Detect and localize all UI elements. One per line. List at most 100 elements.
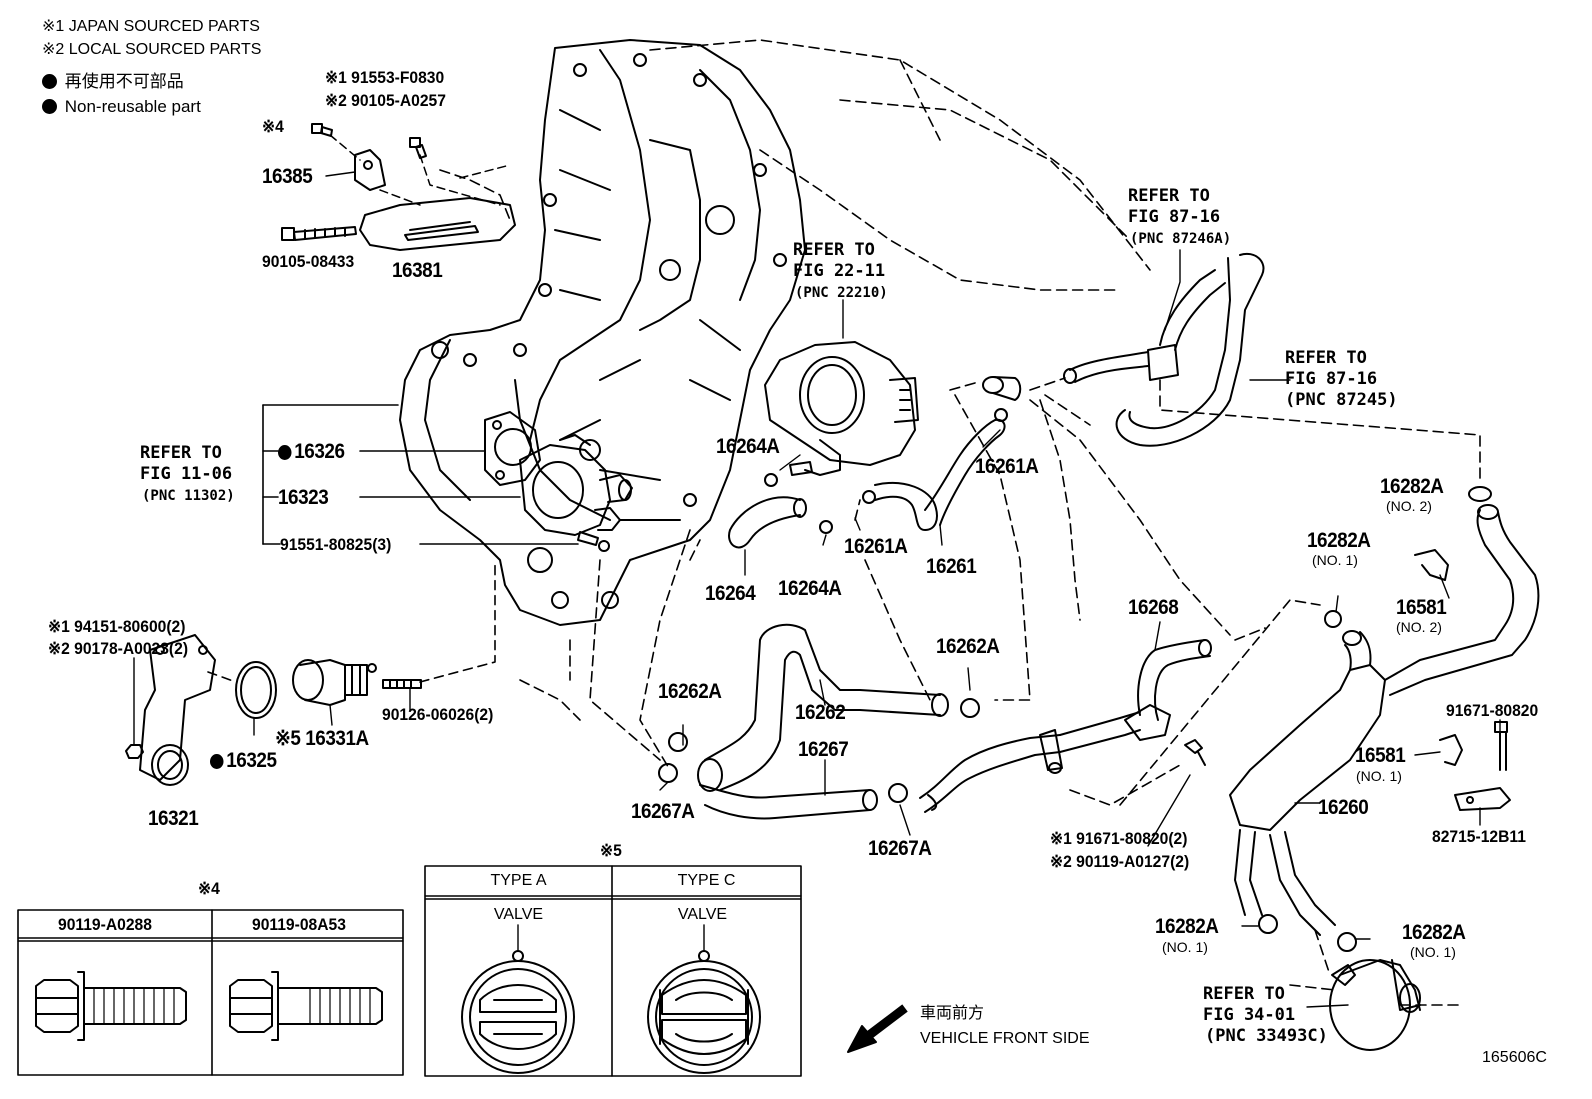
filled-dot-icon — [42, 99, 57, 114]
label-16321: 16321 — [148, 807, 199, 830]
label-16262: 16262 — [795, 701, 846, 724]
label-16326: 16326 — [278, 441, 345, 462]
filled-dot-icon — [278, 445, 292, 460]
label-16381: 16381 — [392, 259, 443, 282]
label-90126: 90126-06026(2) — [382, 705, 494, 724]
thermostat-dashed — [207, 559, 496, 683]
label-16267A-2: 16267A — [868, 837, 932, 860]
legend-nonreuse-jp-text: 再使用不可部品 — [64, 72, 184, 91]
hose-16268 — [1124, 639, 1212, 741]
label-16282A-no2-sub: (NO. 2) — [1386, 498, 1432, 514]
water-inlet-16321 — [139, 634, 216, 786]
label-16282A-no1-b: 16282A — [1155, 915, 1219, 938]
figure-id: 165606C — [1482, 1049, 1547, 1066]
front-arrow-icon — [847, 1004, 908, 1053]
label-16325: 16325 — [210, 750, 277, 771]
label-91551: 91551-80825(3) — [280, 535, 392, 554]
gasket-16326 — [484, 411, 541, 486]
thermostat-16331A — [292, 659, 377, 726]
label-16264A-2: 16264A — [778, 577, 842, 600]
label-16282A-no1-b-sub: (NO. 1) — [1162, 939, 1208, 955]
label-16581-no1: 16581 — [1355, 744, 1406, 767]
note-local: ※2 LOCAL SOURCED PARTS — [42, 41, 262, 58]
bracket-16385 — [354, 149, 386, 191]
housing-16323 — [519, 434, 633, 536]
table5-valve1: VALVE — [493, 906, 544, 923]
table4-mark: ※4 — [198, 879, 220, 898]
filled-dot-icon — [42, 74, 57, 89]
bolt-90105-08433 — [281, 226, 357, 241]
lower-dashed — [589, 529, 1321, 806]
label-94151: ※1 94151-80600(2) — [48, 617, 186, 636]
label-91553: ※1 91553-F0830 — [325, 68, 445, 87]
ref-87-16a-line2: FIG 87-16 — [1128, 207, 1221, 227]
table5-col2: TYPE C — [677, 872, 736, 889]
label-16581-no2: 16581 — [1396, 596, 1447, 619]
ref-34-01-line2: FIG 34-01 — [1203, 1005, 1296, 1025]
table-4 — [17, 909, 404, 1076]
hose-16261 — [862, 408, 1008, 531]
timing-cover — [399, 39, 806, 626]
right-dashed — [1289, 929, 1461, 1006]
filled-dot-icon — [210, 754, 224, 769]
label-16264A-1: 16264A — [716, 435, 780, 458]
direction-en: VEHICLE FRONT SIDE — [920, 1030, 1090, 1047]
label-16282A-no1-a: 16282A — [1307, 529, 1371, 552]
label-16331A: ※5 16331A — [275, 727, 369, 750]
legend-nonreuse-jp: 再使用不可部品 — [42, 73, 184, 90]
bracket-dashed — [329, 134, 511, 206]
legend-nonreuse-en: Non-reusable part — [42, 98, 201, 115]
ref-22-11-line2: FIG 22-11 — [793, 261, 886, 281]
label-16581-no1-sub: (NO. 1) — [1356, 768, 1402, 784]
label-16261A-2: 16261A — [975, 455, 1039, 478]
ref-87-16b-line2: FIG 87-16 — [1285, 369, 1378, 389]
ref-22-11-line3: (PNC 22210) — [795, 285, 888, 301]
ref-bracket — [262, 404, 579, 545]
label-90105-a0257: ※2 90105-A0257 — [325, 91, 446, 110]
label-16262A-2: 16262A — [658, 680, 722, 703]
table-5 — [424, 865, 802, 1077]
label-16264: 16264 — [705, 582, 756, 605]
ref-87-16b-line1: REFER TO — [1285, 348, 1367, 368]
label-16385: 16385 — [262, 165, 313, 188]
ref-11-06-line2: FIG 11-06 — [140, 464, 233, 484]
table5-mark: ※5 — [600, 841, 622, 860]
table4-col2: 90119-08A53 — [252, 915, 346, 934]
gasket-16325 — [235, 661, 277, 736]
ref-87-16a-line3: (PNC 87246A) — [1130, 231, 1232, 247]
pipe-16260 — [1229, 504, 1540, 936]
label-16581-no2-sub: (NO. 2) — [1396, 619, 1442, 635]
table5-col1: TYPE A — [490, 872, 547, 889]
label-91671-80820-2: ※1 91671-80820(2) — [1050, 829, 1188, 848]
label-90105-08433: 90105-08433 — [262, 252, 355, 271]
label-16267A-1: 16267A — [631, 800, 695, 823]
label-16282A-no1-a-sub: (NO. 1) — [1312, 552, 1358, 568]
bolt-small-2 — [409, 137, 427, 159]
label-16261A-1: 16261A — [844, 535, 908, 558]
label-16262A-1: 16262A — [936, 635, 1000, 658]
hose-16262 — [697, 623, 949, 792]
label-16326-text: 16326 — [294, 440, 345, 463]
direction-jp: 車両前方 — [920, 1005, 985, 1022]
legend-nonreuse-en-text: Non-reusable part — [64, 97, 201, 116]
stud-90126 — [382, 679, 422, 711]
label-16323: 16323 — [278, 486, 329, 509]
label-16282A-no1-c-sub: (NO. 1) — [1410, 944, 1456, 960]
engine-outline-dashed — [439, 39, 1151, 721]
label-82715: 82715-12B11 — [1432, 827, 1526, 846]
throttle-body — [764, 299, 919, 476]
bolt-94151 — [125, 657, 144, 759]
ref-11-06-line3: (PNC 11302) — [142, 488, 235, 504]
label-16282A-no2: 16282A — [1380, 475, 1444, 498]
table5-valve2: VALVE — [677, 906, 728, 923]
note-japan: ※1 JAPAN SOURCED PARTS — [42, 18, 260, 35]
label-16260: 16260 — [1318, 796, 1369, 819]
label-16282A-no1-c: 16282A — [1402, 921, 1466, 944]
bracket-16381 — [359, 197, 516, 251]
ref-87-16b-line3: (PNC 87245) — [1285, 390, 1398, 410]
ref-34-01-line1: REFER TO — [1203, 984, 1285, 1004]
label-91671-80820: 91671-80820 — [1446, 701, 1539, 720]
label-16325-text: 16325 — [226, 749, 277, 772]
